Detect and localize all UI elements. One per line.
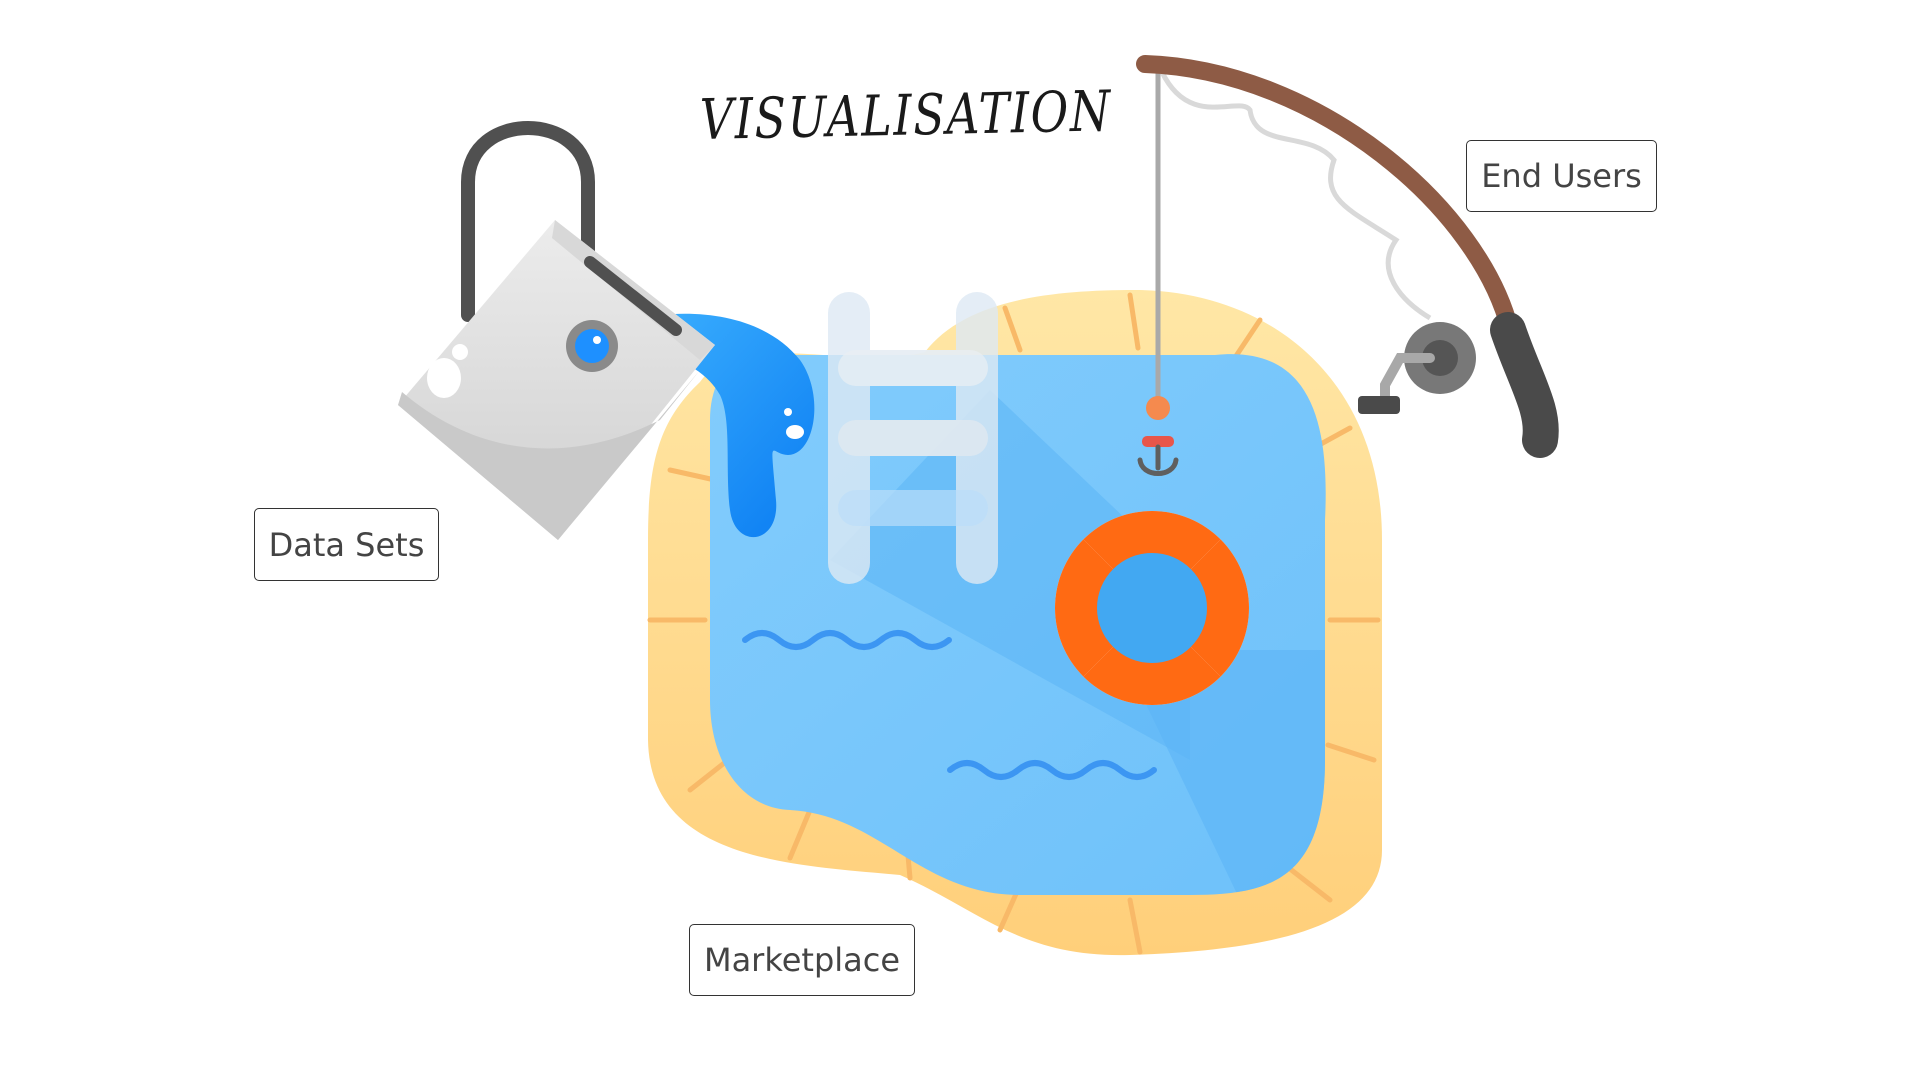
bucket-icon [398, 121, 715, 540]
fishing-rod-icon [1136, 55, 1559, 476]
diagram-title: VISUALISATION [699, 79, 1113, 153]
lifebuoy-icon [1055, 511, 1249, 705]
wave-icon [742, 630, 1157, 780]
end-users-label: End Users [1466, 140, 1657, 212]
ladder-icon [828, 292, 998, 584]
water-pour-icon [612, 313, 815, 538]
marketplace-label: Marketplace [689, 924, 915, 996]
data-sets-label: Data Sets [254, 508, 439, 581]
